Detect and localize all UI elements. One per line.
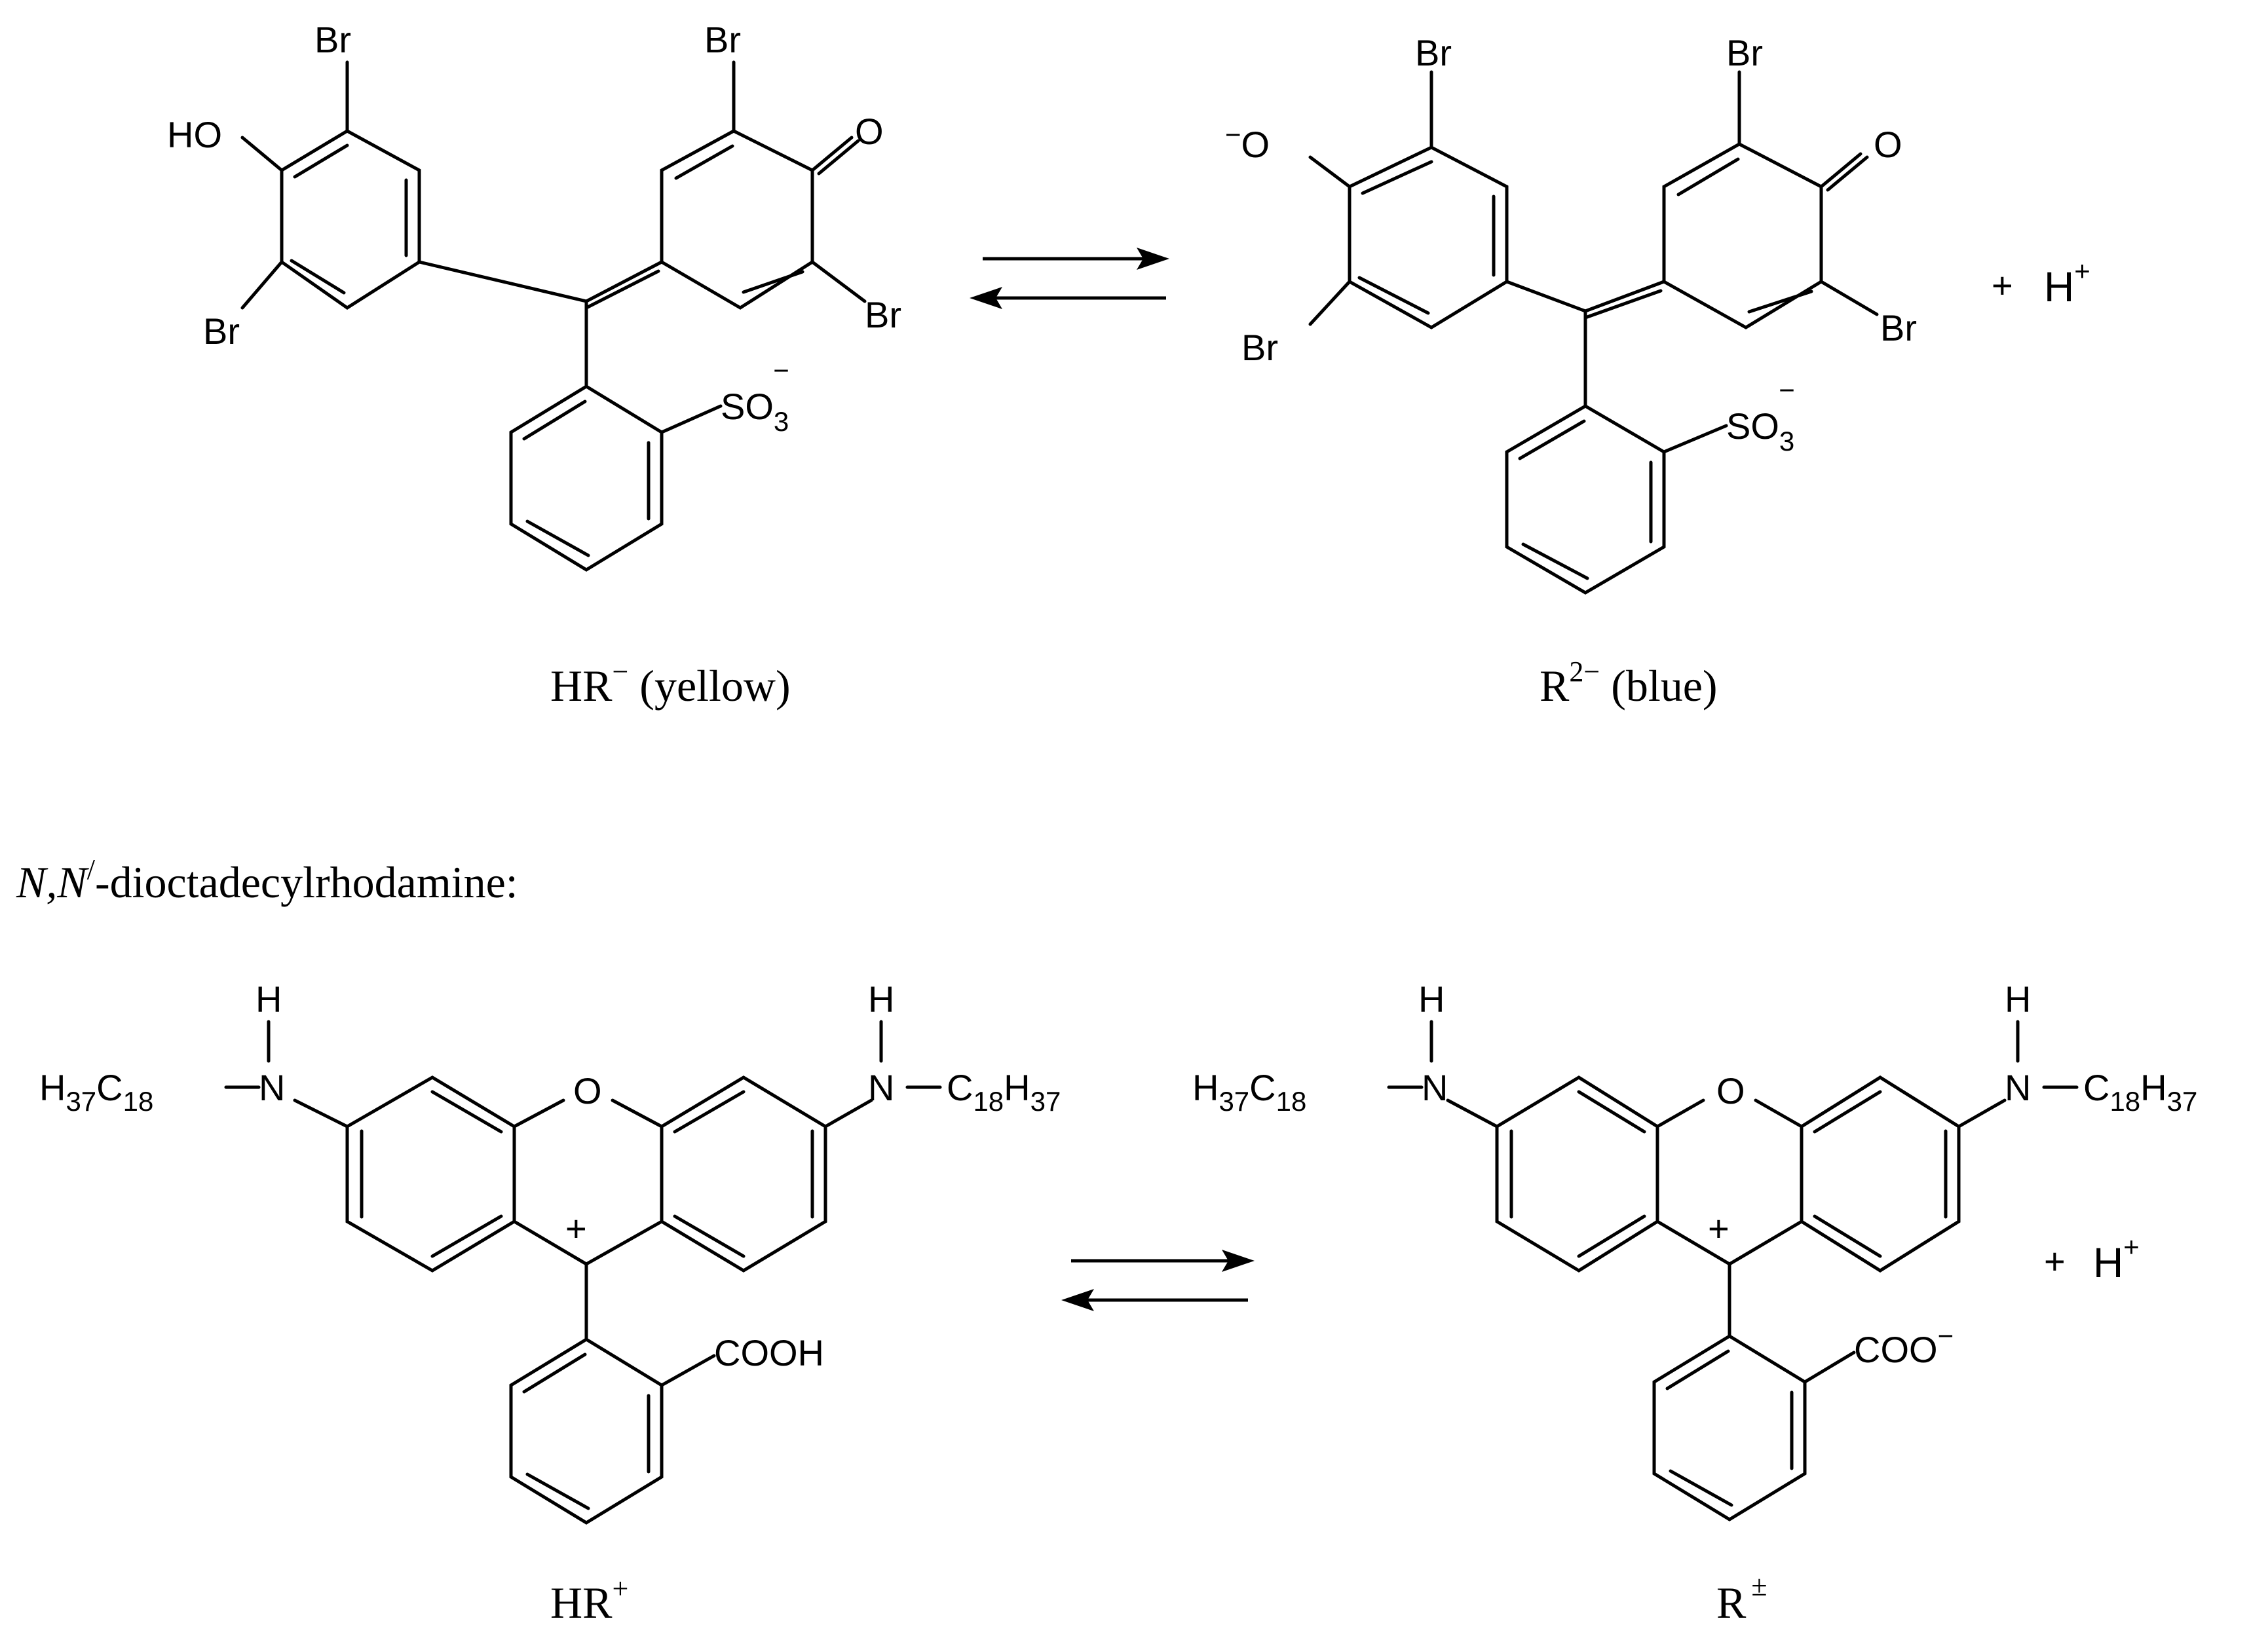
br-bottom-right-label-2: Br (1880, 307, 1917, 348)
proton-label-2: H+ (2093, 1231, 2140, 1286)
br-bottom-left-label-2: Br (1241, 327, 1278, 368)
central-carbon-bonds-2 (1583, 280, 1666, 408)
phenol-ring-substituent-bonds (240, 60, 588, 310)
carbonyl-oxygen-label-2: O (1874, 124, 1902, 165)
central-carbon-bonds (584, 260, 664, 388)
sulfonate-label-2: SO3− (1726, 375, 1795, 457)
benzene-ring-2-double-bonds (1518, 419, 1653, 580)
xanthene-right-ring-2-double-bonds (1813, 1090, 1948, 1258)
sulfonate-bond-2 (1662, 424, 1728, 454)
n-h-right-label: H (868, 978, 894, 1020)
r-zwitterion-caption: R± (1716, 1570, 1767, 1628)
benzene-ring-double-bonds (522, 400, 651, 557)
alkyl-right-label: C18H37 (947, 1067, 1061, 1117)
phenoxide-label: −O (1225, 119, 1270, 165)
plus-sign-1: + (1992, 265, 2013, 306)
br-top-right-label-2: Br (1726, 32, 1763, 73)
xanthene-left-ring (345, 1075, 516, 1273)
carboxylate-label: COO− (1854, 1320, 1954, 1370)
amine-bonds (224, 1020, 942, 1128)
phenoxide-ring-double-bonds (1357, 160, 1496, 315)
n-right-label: N (868, 1067, 894, 1108)
amine-bonds-2 (1387, 1020, 2079, 1128)
xanthene-left-ring-2-double-bonds (1509, 1090, 1646, 1258)
xanthene-left-ring-double-bonds (360, 1090, 503, 1258)
benzoate-ring (1652, 1334, 1807, 1521)
n-left-label-2: N (1422, 1067, 1448, 1108)
benzoic-ring-double-bonds (522, 1352, 651, 1510)
xanthene-left-ring-2 (1495, 1075, 1659, 1273)
proton-label-1: H+ (2044, 255, 2090, 310)
benzoic-ring (509, 1337, 664, 1525)
n-right-label-2: N (2005, 1067, 2031, 1108)
benzene-ring-2 (1505, 404, 1666, 595)
alkyl-right-label-2: C18H37 (2083, 1067, 2197, 1117)
carboxylic-acid-label: COOH (714, 1332, 824, 1373)
plus-sign-2: + (2044, 1240, 2066, 1282)
quinoid-ring-2-double-bonds (1676, 157, 1813, 314)
equilibrium-arrows-2 (1061, 1250, 1255, 1311)
phenol-ring (280, 129, 421, 310)
br-top-right-label: Br (704, 19, 741, 60)
phenoxide-ring (1348, 145, 1509, 329)
n-h-right-label-2: H (2005, 978, 2031, 1020)
n-h-left-label-2: H (1418, 978, 1445, 1020)
br-top-left-label: Br (314, 19, 351, 60)
bromophenol-blue-r-2minus: −O Br Br Br Br O SO3− + H+ R2− (blue) (1225, 32, 2090, 711)
rhodamine-hr-plus: H H N N O + H37C18 C18H37 COOH HR+ (39, 978, 1061, 1628)
xanthene-right-ring (660, 1075, 827, 1273)
ring-oxygen-label: O (573, 1070, 602, 1111)
sulfonate-label: SO3− (721, 355, 789, 437)
r-2minus-caption: R2− (blue) (1540, 656, 1718, 711)
quinoid-ring-2-substituent-bonds (1737, 70, 1879, 316)
xanthene-right-ring-2 (1800, 1075, 1961, 1273)
sulfonate-bond (660, 404, 723, 434)
br-top-left-label-2: Br (1415, 32, 1452, 73)
section-title: N,N/-dioctadecylrhodamine: (16, 853, 518, 907)
benzoate-ring-double-bonds (1665, 1349, 1794, 1507)
xanthene-bridge-bonds (512, 1098, 664, 1341)
quinoid-ring-2 (1662, 142, 1823, 329)
phenol-ring-double-bonds (290, 143, 408, 295)
ring-oxygen-label-2: O (1716, 1070, 1745, 1111)
hr-plus-caption: HR+ (550, 1573, 628, 1628)
carboxylate-bond (1803, 1351, 1856, 1384)
quinoid-ring-double-bonds (674, 144, 804, 294)
carboxyl-bond (660, 1354, 716, 1387)
equilibrium-arrows-1 (970, 248, 1169, 309)
quinoid-ring (660, 129, 814, 310)
phenoxide-ring-substituent-bonds (1308, 70, 1587, 326)
n-h-left-label: H (255, 978, 282, 1020)
quinoid-ring-substituent-bonds (732, 60, 867, 303)
br-bottom-right-label: Br (865, 294, 901, 335)
alkyl-left-label: H37C18 (39, 1067, 153, 1117)
benzene-ring (509, 384, 664, 572)
xanthene-right-ring-double-bonds (673, 1090, 814, 1258)
hydroxyl-label: HO (167, 114, 222, 155)
xanthene-bridge-bonds-2 (1655, 1098, 1804, 1338)
ring-charge-label-2: + (1708, 1208, 1729, 1249)
ring-charge-label: + (565, 1208, 587, 1249)
bromophenol-blue-hr-minus: HO Br Br Br Br O SO3− HR− (yellow) (167, 19, 901, 711)
n-left-label: N (259, 1067, 285, 1108)
br-bottom-left-label: Br (203, 310, 240, 352)
rhodamine-r-zwitterion: H H N N O + H37C18 C18H37 COO− + H+ R± (1192, 978, 2197, 1628)
hr-minus-caption: HR− (yellow) (550, 656, 791, 711)
carbonyl-oxygen-label: O (855, 111, 884, 152)
alkyl-left-label-2: H37C18 (1192, 1067, 1306, 1117)
